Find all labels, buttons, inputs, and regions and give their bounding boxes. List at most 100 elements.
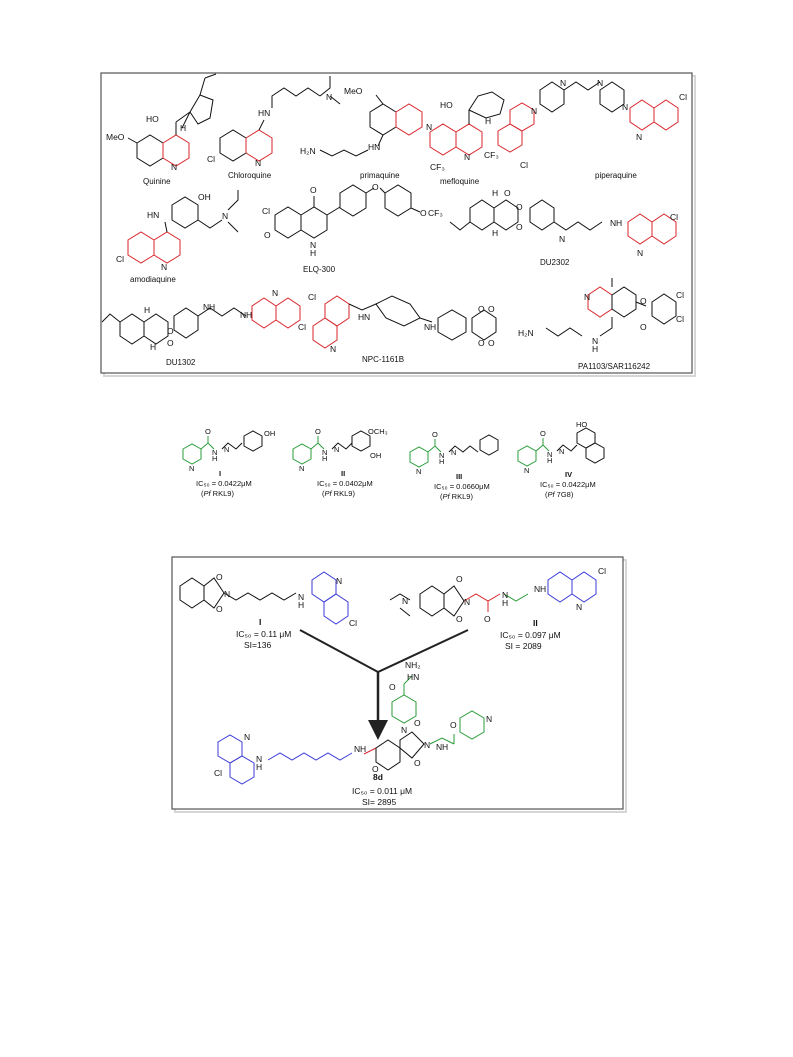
label-meo: MeO	[344, 86, 363, 96]
label-h: H	[298, 600, 304, 610]
label-o: O	[456, 614, 463, 624]
compound-name: Chloroquine	[228, 171, 272, 180]
label-n: N	[597, 78, 603, 88]
si-value: SI= 2895	[362, 797, 397, 807]
label-n: N	[576, 602, 582, 612]
label-h: H	[144, 305, 150, 315]
label-i: I	[259, 617, 261, 627]
label-n: N	[451, 448, 456, 457]
label-o: O	[205, 427, 211, 436]
reagent-isoniazid: NH₂ HN O N	[389, 660, 421, 735]
label-n: N	[334, 445, 339, 454]
label-h: H	[492, 228, 498, 238]
compound-name: DU2302	[540, 258, 570, 267]
si-value: SI=136	[244, 640, 271, 650]
hydrazone-iv: O N H N N HO IV IC₅₀ = 0.0422μM (Pf 7G8)	[517, 420, 605, 499]
label-meo: MeO	[106, 132, 125, 142]
panel-hydrazones: O N H N N OH I IC₅₀ = 0.0422μM (Pf RKL9)…	[182, 420, 605, 501]
label-n: N	[436, 742, 442, 752]
label-n: N	[364, 312, 370, 322]
compound-amodiaquine: OH HN N N Cl amodiaquine	[116, 190, 239, 284]
label-cl: Cl	[262, 206, 270, 216]
ic50-value: IC₅₀ = 0.0422μM	[540, 480, 596, 489]
label-h: H	[616, 218, 622, 228]
label-n: N	[502, 590, 508, 600]
label-o: O	[389, 682, 396, 692]
si-value: SI = 2089	[505, 641, 542, 651]
label-h: H	[439, 457, 444, 466]
label-n: N	[524, 466, 529, 475]
label-n: N	[416, 467, 421, 476]
label-n: N	[212, 448, 217, 457]
label-h: H	[502, 598, 508, 608]
label-n: N	[636, 132, 642, 142]
label-oh: OH	[198, 192, 211, 202]
label-hn: HN	[368, 142, 380, 152]
label-o: O	[450, 720, 457, 730]
label-cl: Cl	[308, 292, 316, 302]
label-cl: Cl	[298, 322, 306, 332]
label-n: N	[299, 464, 304, 473]
ic50-value: IC₅₀ = 0.0422μM	[196, 479, 252, 488]
label-n: N	[354, 744, 360, 754]
label-o: O	[432, 430, 438, 439]
label-nh: H	[485, 116, 491, 126]
label-n: N	[584, 292, 590, 302]
hybrid-i: O N O N H N Cl I IC₅₀ = 0.11 μM SI=136	[179, 571, 357, 650]
compound-name: piperaquine	[595, 171, 637, 180]
label-o: O	[478, 304, 485, 314]
product-8d: N Cl N H N H O O N O N H O N 8d IC₅₀ = 0…	[214, 710, 492, 807]
label-o: O	[488, 304, 495, 314]
label-n: N	[560, 78, 566, 88]
label-cl: Cl	[670, 212, 678, 222]
label-o: O	[540, 429, 546, 438]
label-n: N	[310, 240, 316, 250]
label-h: H	[209, 302, 215, 312]
label-ii: II	[341, 469, 345, 478]
label-n: N	[203, 302, 209, 312]
label-n: N	[336, 576, 342, 586]
label-n: N	[272, 288, 278, 298]
label-o: O	[414, 718, 421, 728]
label-oh: OH	[264, 429, 275, 438]
label-h: H	[592, 344, 598, 354]
compound-du1302: H O O H N H N H Cl N DU1302	[101, 288, 306, 367]
strain: (Pf RKL9)	[322, 489, 355, 498]
label-n: N	[464, 152, 470, 162]
label-iii: III	[456, 472, 462, 481]
label-h: H	[540, 584, 546, 594]
label-o: O	[456, 574, 463, 584]
label-n: N	[531, 106, 537, 116]
label-o: O	[484, 614, 491, 624]
label-ho: HO	[576, 420, 587, 429]
ic50-value: IC₅₀ = 0.097 μM	[500, 630, 561, 640]
label-o: O	[516, 202, 523, 212]
label-och3: OCH₃	[368, 427, 388, 436]
label-o: O	[216, 572, 223, 582]
label-n: N	[161, 262, 167, 272]
label-n: N	[240, 310, 246, 320]
label-n: N	[486, 714, 492, 724]
label-h: H	[246, 310, 252, 320]
compound-name: ELQ-300	[303, 265, 336, 274]
label-ho: HO	[146, 114, 159, 124]
compound-name: NPC-1161B	[362, 355, 404, 364]
label-o: O	[310, 185, 317, 195]
label-o: O	[516, 222, 523, 232]
label-o: O	[640, 322, 647, 332]
label-o: O	[414, 758, 421, 768]
ic50-value: IC₅₀ = 0.11 μM	[236, 629, 291, 639]
label-n: N	[189, 464, 194, 473]
label-n: N	[559, 234, 565, 244]
label-oh: OH	[370, 451, 381, 460]
label-n: N	[402, 596, 408, 606]
label-o: O	[372, 764, 379, 774]
label-n: N	[426, 122, 432, 132]
label-n: N	[326, 92, 332, 102]
label-n: N	[256, 754, 262, 764]
label-o: O	[372, 182, 379, 192]
label-o: O	[420, 208, 427, 218]
label-n: N	[224, 445, 229, 454]
label-n: N	[224, 589, 230, 599]
